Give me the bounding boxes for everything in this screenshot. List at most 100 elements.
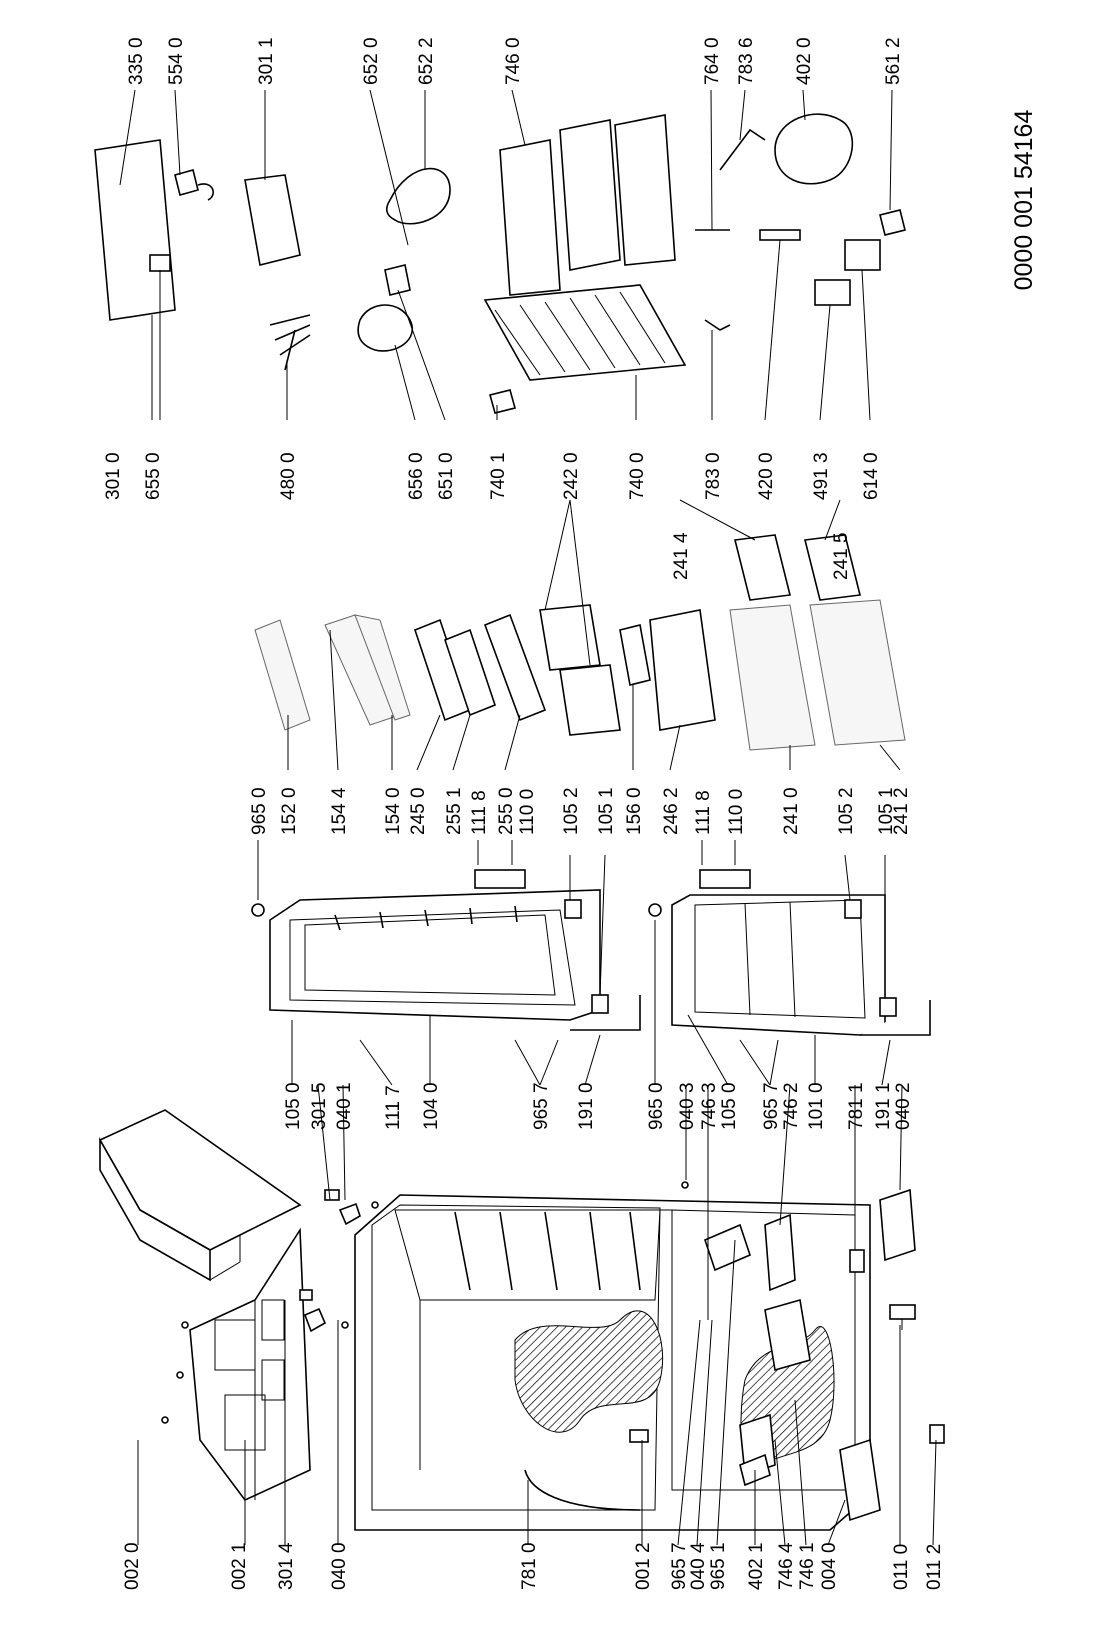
callout-label: 002 1	[229, 1542, 250, 1590]
callout-label: 001 2	[633, 1542, 654, 1590]
callout-label: 255 0	[496, 787, 517, 835]
compressor-part	[774, 113, 854, 185]
callout-label: 255 1	[444, 787, 465, 835]
callout-label: 561 2	[883, 37, 904, 85]
callout-label: 241 5	[831, 532, 852, 580]
callout-label: 110 0	[726, 789, 747, 835]
crisper-drawer-part	[539, 604, 601, 671]
callout-label: 105 2	[836, 787, 857, 835]
callout-label: 111 8	[693, 790, 714, 835]
clip-part	[299, 1289, 313, 1301]
callout-label: 652 2	[416, 37, 437, 85]
adjustable-foot-part	[889, 1304, 945, 1444]
callout-label: 105 0	[283, 1082, 304, 1130]
stopper-part	[251, 903, 265, 917]
light-cover-part	[244, 174, 301, 266]
callout-label: 740 1	[488, 452, 509, 500]
callout-label: 480 0	[278, 452, 299, 500]
callout-label: 746 1	[797, 1542, 818, 1590]
hinge-block-part	[699, 869, 751, 889]
callout-label: 040 3	[677, 1082, 698, 1130]
fan-blade-part	[385, 167, 451, 225]
hinge-bracket-part	[338, 1202, 361, 1226]
callout-label: 420 0	[756, 452, 777, 500]
fan-housing-part	[357, 304, 413, 352]
callout-label: 156 0	[624, 787, 645, 835]
evaporator-part	[483, 284, 687, 381]
callout-label: 241 2	[891, 787, 912, 835]
callout-label: 242 0	[561, 452, 582, 500]
callout-label: 040 0	[329, 1542, 350, 1590]
callout-label: 740 0	[627, 452, 648, 500]
screw-part	[161, 1181, 689, 1424]
callout-label: 402 0	[794, 37, 815, 85]
upper-door-part	[269, 889, 641, 1031]
fan-motor-part	[384, 264, 411, 296]
callout-label: 002 0	[122, 1542, 143, 1590]
base-frame-part	[189, 1227, 311, 1501]
callout-label: 241 0	[781, 787, 802, 835]
callout-label: 965 7	[531, 1082, 552, 1130]
callout-label: 104 0	[421, 1082, 442, 1130]
plug-part	[629, 1429, 649, 1443]
callout-label: 111 8	[469, 790, 490, 835]
callout-label: 105 2	[561, 787, 582, 835]
callout-label: 965 0	[249, 787, 270, 835]
callout-label: 004 0	[819, 1542, 840, 1590]
callout-label: 652 0	[361, 37, 382, 85]
freezer-drawer-part	[809, 599, 906, 746]
cable-harness-part	[269, 314, 311, 371]
callout-label: 783 6	[736, 37, 757, 85]
callout-label: 965 7	[761, 1082, 782, 1130]
callout-label: 301 4	[276, 1542, 297, 1590]
lamp-holder-part	[149, 254, 171, 272]
callout-label: 105 1	[876, 787, 897, 835]
callout-label: 655 0	[143, 452, 164, 500]
callout-label: 746 0	[503, 37, 524, 85]
callout-label: 152 0	[279, 787, 300, 835]
callout-label: 040 4	[688, 1542, 709, 1590]
drawer-cover-part	[649, 609, 716, 731]
freezer-drawer-part	[729, 604, 816, 751]
starter-part	[844, 239, 881, 271]
control-panel-part	[94, 139, 176, 321]
crisper-drawer-part	[559, 664, 621, 736]
sensor-part	[759, 229, 801, 241]
callout-label: 040 2	[893, 1082, 914, 1130]
callout-label: 246 2	[661, 787, 682, 835]
callout-label: 040 1	[334, 1082, 355, 1130]
callout-label: 746 2	[781, 1082, 802, 1130]
leader-lines	[119, 89, 937, 1546]
callout-label: 764 0	[702, 37, 723, 85]
top-cover-part	[98, 1109, 302, 1282]
callout-label: 105 0	[719, 1082, 740, 1130]
hinge-plate-part	[879, 1188, 916, 1262]
bottom-hinge-part	[839, 1438, 881, 1522]
callout-label: 245 0	[408, 787, 429, 835]
callout-label: 154 0	[383, 787, 404, 835]
document-number: 0000 001 54164	[1010, 110, 1038, 291]
callout-label: 154 4	[329, 787, 350, 835]
thermostat-part	[879, 209, 906, 236]
drain-tube-part	[524, 1469, 641, 1511]
parts-artwork	[94, 113, 945, 1531]
callout-label: 781 0	[519, 1542, 540, 1590]
callout-label: 335 0	[126, 37, 147, 85]
callout-labels: 002 0 002 1 301 4 040 0 781 0 001 2 965 …	[103, 37, 945, 1590]
cabinet-part	[354, 1194, 871, 1531]
callout-label: 011 2	[924, 1544, 945, 1590]
callout-label: 781 1	[846, 1082, 867, 1130]
drawer-front-part	[734, 534, 791, 601]
lamp-cable-part	[174, 169, 214, 201]
callout-label: 301 1	[256, 37, 277, 85]
callout-label: 554 0	[166, 37, 187, 85]
callout-label: 965 1	[708, 1542, 729, 1590]
callout-label: 965 7	[669, 1542, 690, 1590]
callout-label: 651 0	[436, 452, 457, 500]
hinge-block-part	[474, 869, 526, 889]
callout-label: 614 0	[861, 452, 882, 500]
callout-label: 301 0	[103, 452, 124, 500]
filter-tube-part	[719, 128, 766, 171]
door-balcony-part	[354, 614, 411, 721]
stopper-part	[648, 903, 662, 917]
